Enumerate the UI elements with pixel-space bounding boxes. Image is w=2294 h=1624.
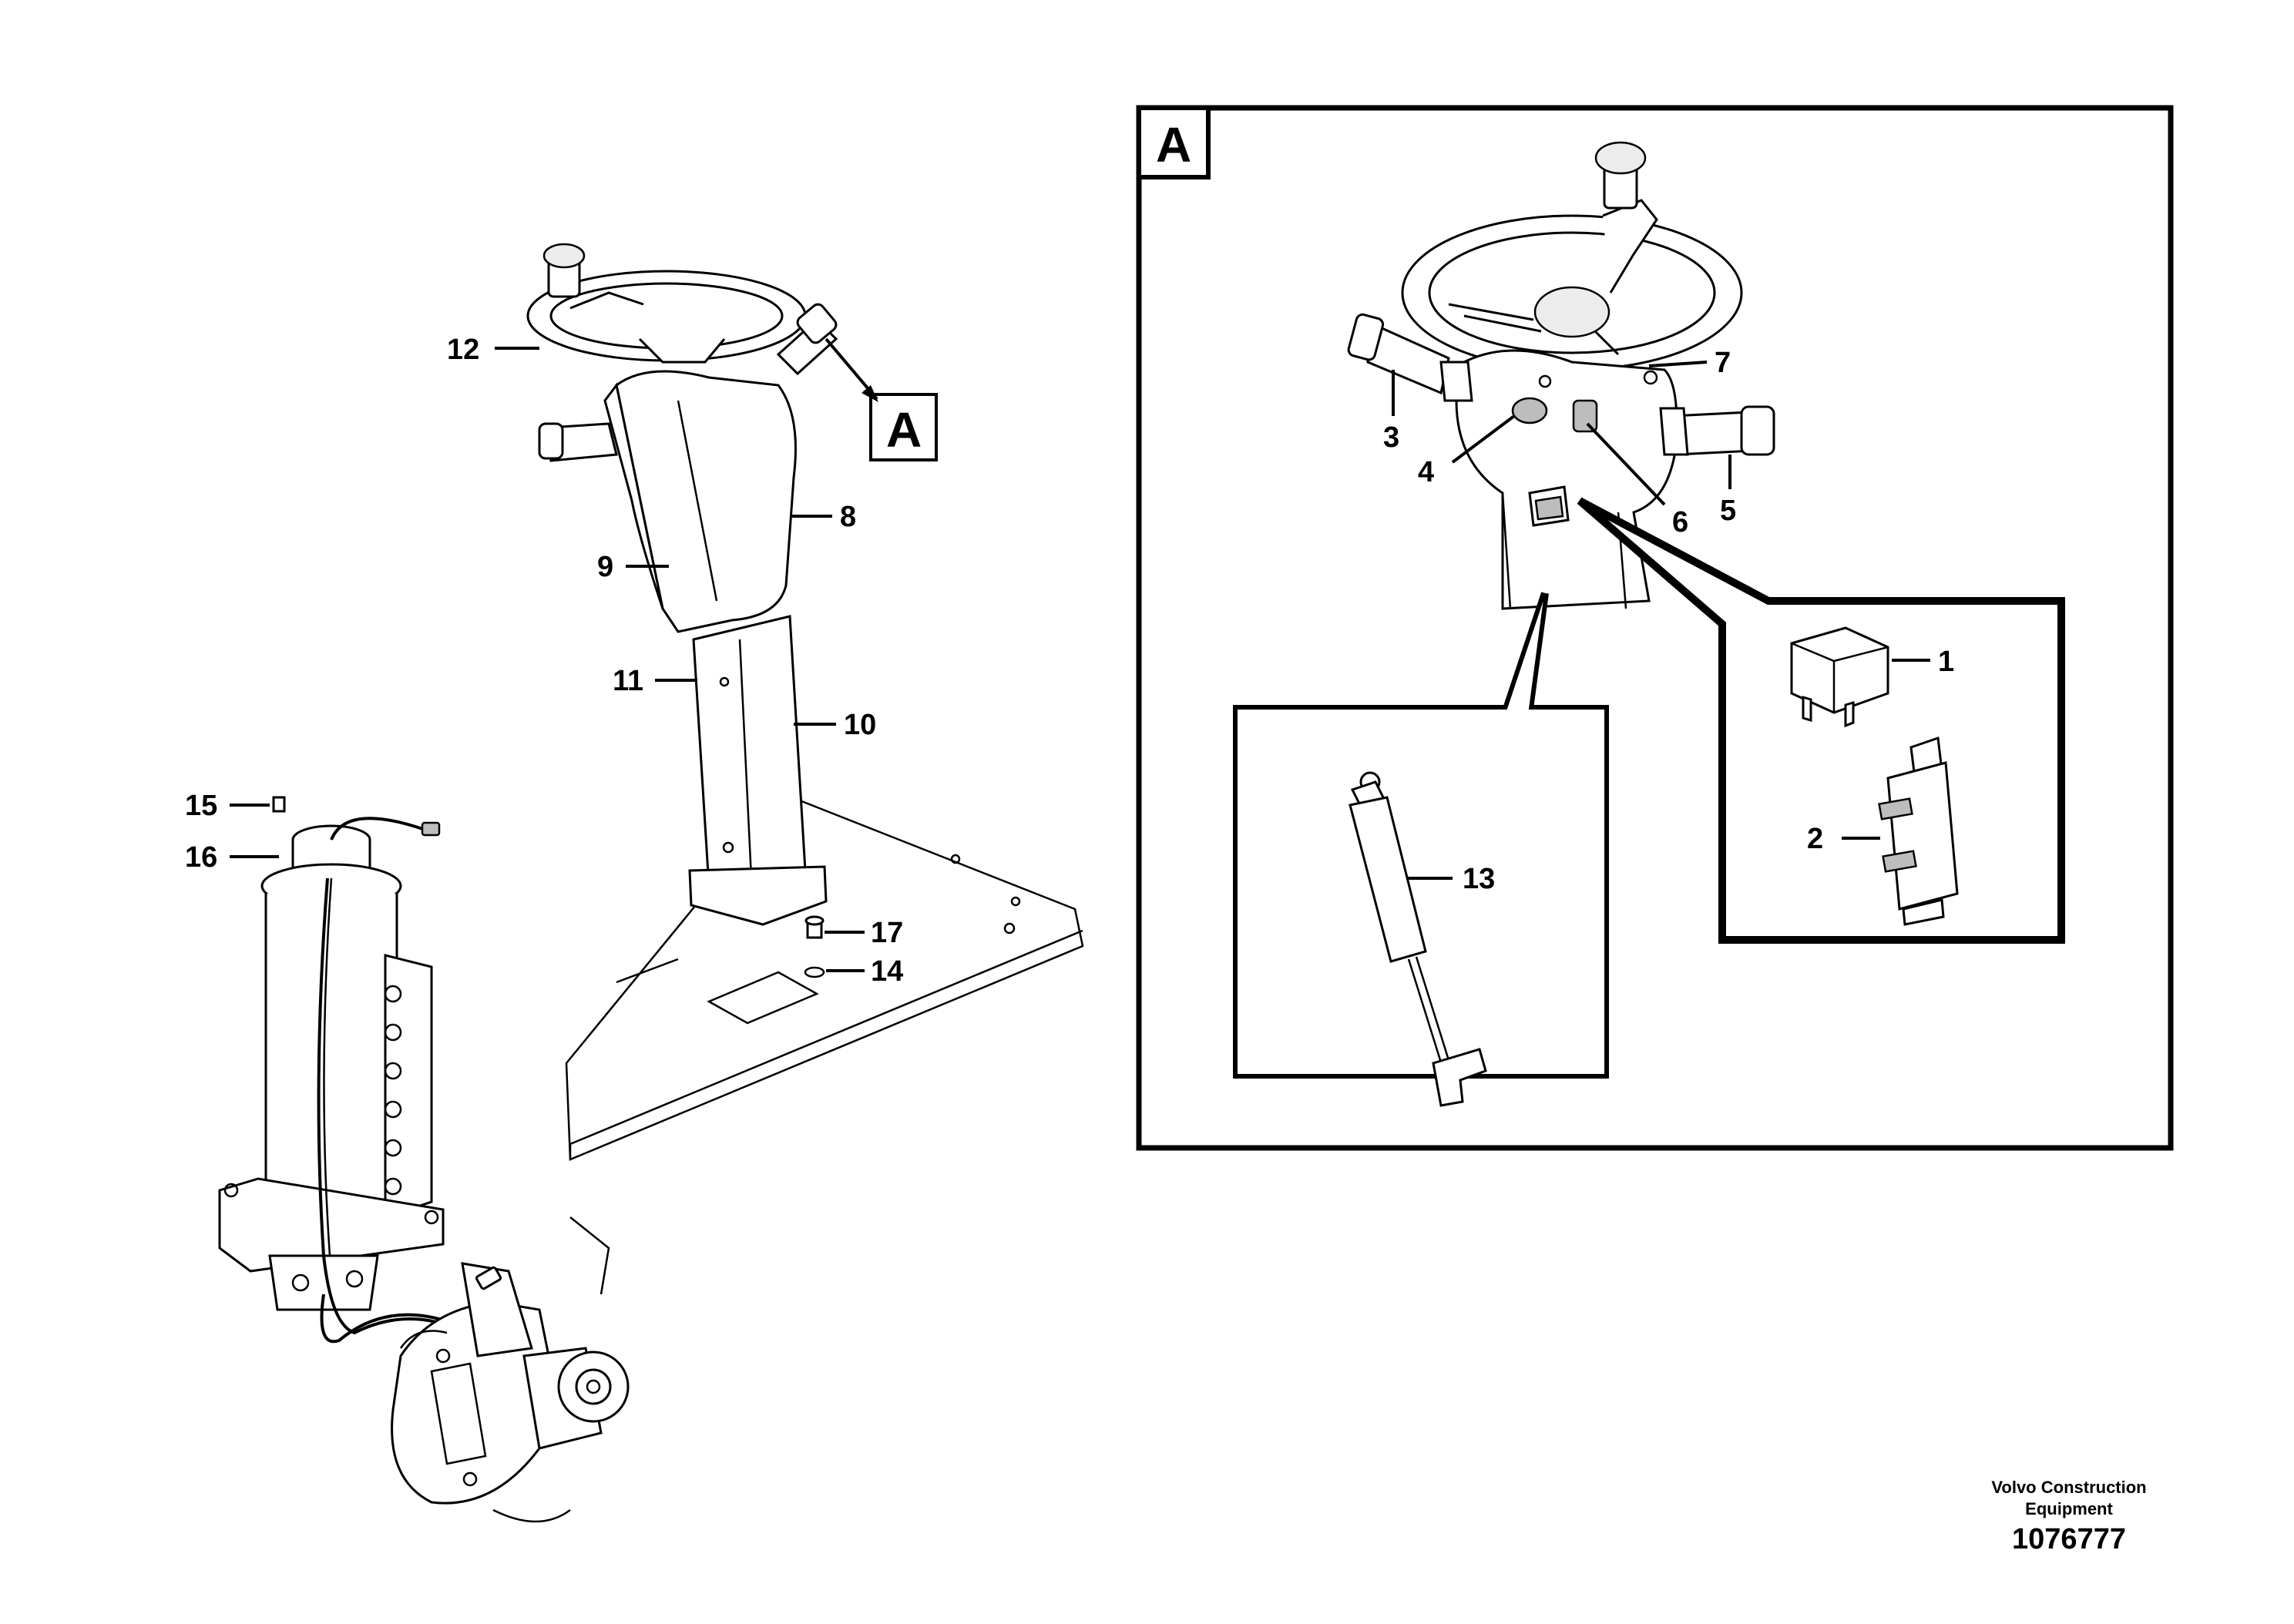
callout-label: 1 [1938, 646, 1954, 678]
detail-a-frame: A [1136, 105, 2174, 1151]
detail-left-stalk [1347, 313, 1473, 402]
sensor-cable [317, 877, 464, 1344]
callout-label: 12 [447, 334, 479, 366]
callout-2: 2 [1807, 823, 1880, 855]
drawing-number: 1076777 [2012, 1523, 2126, 1555]
callout-label: 16 [185, 841, 217, 874]
callout-8: 8 [792, 501, 856, 533]
brand-line-2: Equipment [2025, 1499, 2113, 1518]
callout-label: 11 [613, 665, 643, 697]
callout-label: 7 [1715, 347, 1731, 379]
callout-label: 4 [1418, 456, 1434, 488]
detail-console [1455, 349, 1678, 610]
right-control-stalk [776, 303, 838, 376]
callout-16: 16 [185, 841, 279, 874]
detail-frame-letter: A [1156, 117, 1191, 173]
callout-label: 9 [597, 551, 613, 583]
callout-label: 15 [185, 790, 217, 822]
brand-line-1: Volvo Construction [1991, 1478, 2146, 1497]
callout-6: 6 [1586, 422, 1688, 539]
callout-15: 15 [185, 790, 270, 822]
callout-label: 3 [1383, 421, 1399, 454]
callout-label: 6 [1672, 506, 1688, 539]
column-mounting-screw [804, 915, 825, 978]
steer-axle-hub [391, 1216, 630, 1523]
callout-11: 11 [613, 665, 697, 697]
callout-17: 17 [825, 917, 903, 949]
steering-wheel-main [526, 243, 807, 364]
callout-1: 1 [1892, 646, 1954, 678]
left-control-stalk [538, 422, 618, 462]
detail-connector-lower [1233, 592, 1609, 1079]
column-upper-cover [603, 370, 797, 633]
detail-right-stalk [1659, 405, 1775, 456]
callout-label: 10 [844, 709, 876, 741]
footer-block: Volvo Construction Equipment 1076777 [1991, 1478, 2146, 1555]
callout-9: 9 [597, 551, 669, 583]
callout-label: 14 [871, 955, 903, 988]
callout-label: 5 [1720, 495, 1736, 527]
callout-7: 7 [1648, 347, 1731, 379]
callout-label: 2 [1807, 823, 1823, 855]
gas-strut [1349, 771, 1487, 1107]
callout-14: 14 [826, 955, 903, 988]
callout-10: 10 [794, 709, 876, 741]
detail-connector-right [1577, 497, 2065, 944]
orbitrol-bolt [272, 796, 286, 813]
callout-5: 5 [1720, 455, 1736, 527]
callout-label: 8 [840, 501, 856, 533]
relay [1790, 626, 1889, 728]
callout-label: 13 [1463, 863, 1495, 895]
column-lower-tube [692, 615, 807, 887]
detail-reference-a: A [825, 337, 938, 461]
switch-module [1878, 736, 1959, 926]
callout-13: 13 [1406, 863, 1495, 895]
callout-12: 12 [447, 334, 539, 366]
callout-3: 3 [1383, 370, 1399, 454]
detail-letter: A [886, 402, 922, 458]
detail-steering-wheel [1401, 141, 1743, 371]
column-base-foot [688, 865, 828, 926]
callout-4: 4 [1418, 414, 1516, 488]
floor-plate [565, 794, 1084, 1161]
steering-valve-unit [218, 817, 445, 1311]
callout-label: 17 [871, 917, 903, 949]
